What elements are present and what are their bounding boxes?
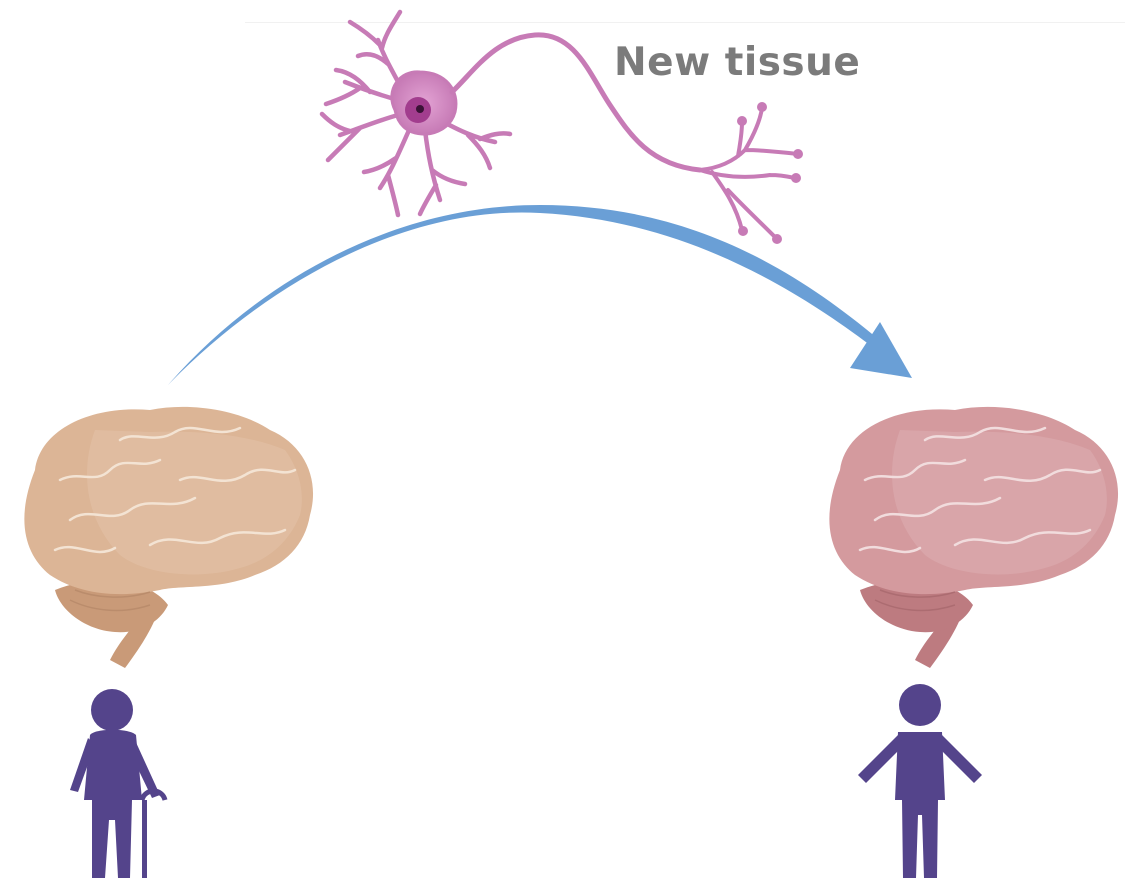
brain-young-icon bbox=[829, 407, 1118, 668]
young-person-icon bbox=[858, 684, 982, 878]
arrow-icon bbox=[168, 205, 912, 385]
brain-old-icon bbox=[24, 407, 313, 668]
elderly-person-icon bbox=[70, 689, 165, 878]
